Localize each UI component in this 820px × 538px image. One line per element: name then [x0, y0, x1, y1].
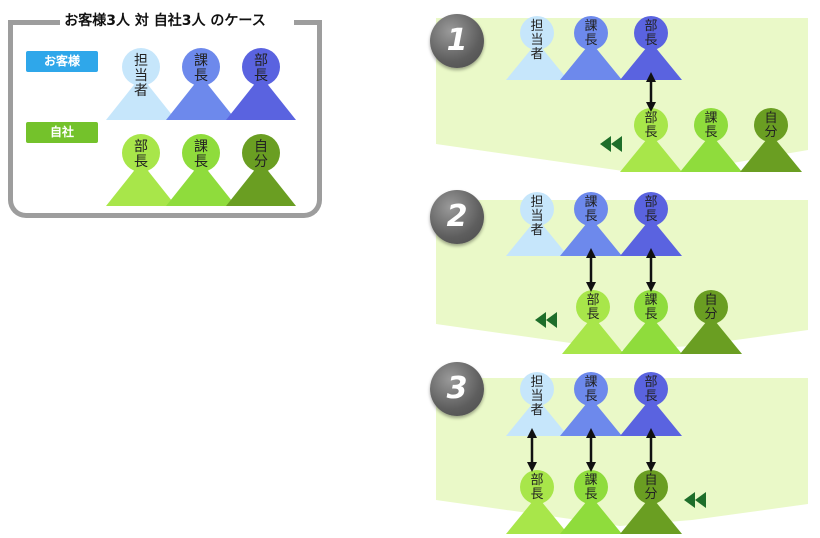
person-label: 部長 [254, 53, 268, 84]
legend-customer-person-2: 課長 [166, 48, 236, 120]
person-head [122, 134, 160, 172]
person-label: 担当者 [530, 375, 544, 418]
person-label: 課長 [584, 473, 598, 502]
person-label: 課長 [584, 19, 598, 48]
person-head [694, 108, 728, 142]
person-label: 部長 [530, 473, 544, 502]
person-head [634, 290, 668, 324]
legend-ours-person-3: 自分 [226, 134, 296, 206]
step1-ours-person-3: 自分 [740, 108, 802, 172]
person-head [634, 372, 668, 406]
person-head [182, 48, 220, 86]
legend-customer-person-1: 担当者 [106, 48, 176, 120]
person-head [242, 48, 280, 86]
person-label: 自分 [644, 473, 658, 502]
legend-title: お客様3人 対 自社3人 のケース [64, 13, 266, 29]
step2-ours-person-3: 自分 [680, 290, 742, 354]
step3-ours-person-2: 課長 [560, 470, 622, 534]
person-label: 部長 [644, 19, 658, 48]
step1-customer-person-2: 課長 [560, 16, 622, 80]
step2-ours-person-1: 部長 [562, 290, 624, 354]
person-label: 担当者 [530, 195, 544, 238]
person-label: 担当者 [530, 19, 544, 62]
step2-ours-person-2: 課長 [620, 290, 682, 354]
customer-tag: お客様 [26, 51, 98, 72]
person-head [634, 470, 668, 504]
ours-tag: 自社 [26, 122, 98, 143]
step-badge-1: 1 [430, 14, 484, 68]
legend-customer-person-3: 部長 [226, 48, 296, 120]
step-badge-2: 2 [430, 190, 484, 244]
person-head [574, 372, 608, 406]
person-head [520, 16, 554, 50]
person-head [634, 16, 668, 50]
person-label: 課長 [704, 111, 718, 140]
person-label: 自分 [764, 111, 778, 140]
legend-ours-person-2: 課長 [166, 134, 236, 206]
person-head [694, 290, 728, 324]
person-label: 部長 [644, 111, 658, 140]
person-head [520, 372, 554, 406]
person-head [520, 470, 554, 504]
step2-customer-person-1: 担当者 [506, 192, 568, 256]
person-head [574, 16, 608, 50]
person-head [574, 470, 608, 504]
step1-ours-person-2: 課長 [680, 108, 742, 172]
step1-customer-person-1: 担当者 [506, 16, 568, 80]
person-label: 自分 [704, 293, 718, 322]
step1-ours-person-1: 部長 [620, 108, 682, 172]
person-head [576, 290, 610, 324]
person-label: 課長 [194, 139, 208, 170]
person-label: 課長 [194, 53, 208, 84]
person-label: 部長 [586, 293, 600, 322]
person-label: 課長 [644, 293, 658, 322]
person-head [242, 134, 280, 172]
person-label: 課長 [584, 375, 598, 404]
person-head [634, 108, 668, 142]
legend-frame [8, 20, 322, 218]
step3-ours-person-3: 自分 [620, 470, 682, 534]
person-label: 部長 [644, 195, 658, 224]
person-head [754, 108, 788, 142]
person-label: 課長 [584, 195, 598, 224]
step3-ours-person-1: 部長 [506, 470, 568, 534]
person-label: 担当者 [134, 53, 148, 99]
person-label: 部長 [134, 139, 148, 170]
person-head [122, 48, 160, 86]
person-head [634, 192, 668, 226]
step3-customer-person-3: 部長 [620, 372, 682, 436]
person-label: 部長 [644, 375, 658, 404]
step1-customer-person-3: 部長 [620, 16, 682, 80]
person-label: 自分 [254, 139, 268, 170]
person-head [574, 192, 608, 226]
person-head [520, 192, 554, 226]
step-badge-3: 3 [430, 362, 484, 416]
step3-customer-person-2: 課長 [560, 372, 622, 436]
person-head [182, 134, 220, 172]
step3-customer-person-1: 担当者 [506, 372, 568, 436]
step2-customer-person-2: 課長 [560, 192, 622, 256]
step2-customer-person-3: 部長 [620, 192, 682, 256]
legend-ours-person-1: 部長 [106, 134, 176, 206]
